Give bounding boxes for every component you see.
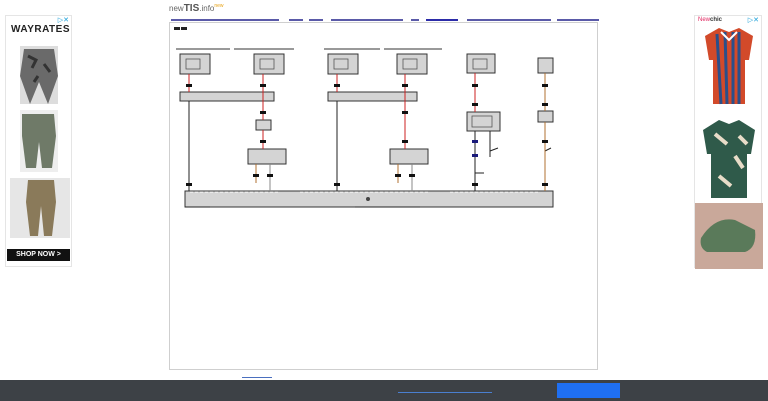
ad-left-banner[interactable]: ▷✕ WAYRATES SHOP NOW > [5, 15, 72, 267]
ad-product-images[interactable] [6, 16, 73, 246]
ground-point-icon [366, 197, 370, 201]
wires-brown [255, 73, 546, 191]
wires-red [188, 73, 476, 149]
ad-product-images[interactable] [695, 16, 763, 269]
ad-brand: Newchic [698, 17, 723, 23]
footer-link[interactable] [242, 377, 272, 378]
ad-choices-icon[interactable]: ▷✕ [57, 17, 69, 24]
ad-choices-icon[interactable]: ▷✕ [747, 17, 759, 24]
ad-right-banner[interactable]: Newchic ▷✕ [694, 15, 763, 269]
wiring-diagram [169, 22, 598, 370]
privacy-link[interactable] [398, 392, 492, 393]
accept-button[interactable] [557, 383, 620, 398]
pin-markers-blue [472, 140, 478, 157]
pin-markers [186, 84, 548, 186]
bottom-consent-bar [0, 380, 768, 401]
diagram-toolbar[interactable] [174, 27, 187, 30]
shop-now-button[interactable]: SHOP NOW > [7, 249, 70, 261]
module-glyphs [185, 58, 493, 128]
top-nav-links[interactable] [171, 19, 599, 22]
site-logo[interactable]: newTIS.infonew [169, 3, 224, 14]
wiring-diagram-svg [174, 27, 554, 208]
ad-brand: WAYRATES [11, 24, 71, 35]
wires-gray [269, 164, 413, 191]
connector-blocks [179, 53, 554, 208]
